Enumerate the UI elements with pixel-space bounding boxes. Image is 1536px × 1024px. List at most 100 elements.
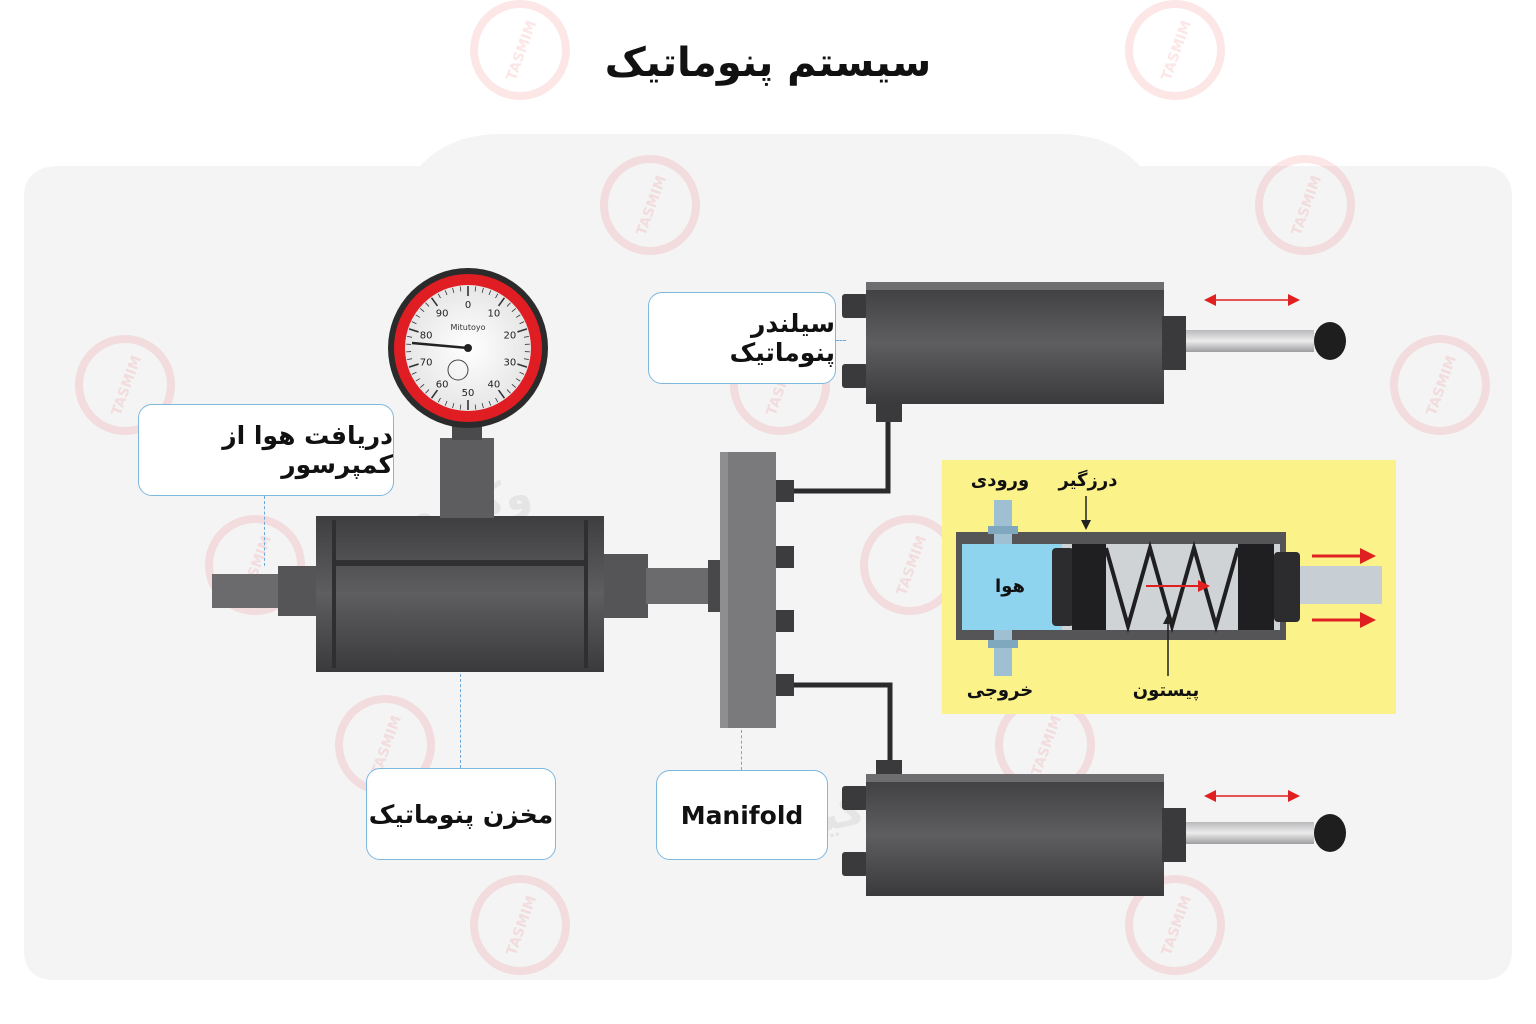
cylinder-text: سیلندر پنوماتیک <box>729 309 835 367</box>
gauge-tick <box>481 403 484 409</box>
tank-label: مخزن پنوماتیک <box>366 768 556 860</box>
outlet-tube <box>994 630 1012 676</box>
gauge-subdial <box>447 359 469 381</box>
gauge-tick <box>415 314 421 318</box>
tank-seam <box>584 520 588 668</box>
gauge-tick <box>519 371 525 375</box>
detail-outlet-label: خروجی <box>967 680 1034 701</box>
gauge-tick <box>488 400 492 406</box>
manifold-block <box>720 452 776 728</box>
gauge-scale-number: 80 <box>420 330 433 341</box>
gauge-scale-number: 90 <box>436 308 449 319</box>
inlet-pipe <box>212 574 282 608</box>
gauge-tick <box>517 363 528 368</box>
manifold-inlet-nut <box>708 560 722 612</box>
gauge-tick <box>425 389 430 394</box>
gauge-tick <box>523 335 529 338</box>
gauge-tick <box>481 287 484 293</box>
gauge-tick <box>411 321 417 325</box>
gauge-tick <box>430 389 439 399</box>
gauge-tick <box>452 287 455 293</box>
page-title: سیستم پنوماتیک <box>604 40 932 86</box>
inlet-tube <box>994 500 1012 544</box>
gauge-tick <box>488 290 492 296</box>
gauge-tick <box>474 286 477 292</box>
gauge-scale-number: 50 <box>462 388 475 399</box>
hose-lower <box>794 682 893 772</box>
gauge-tick <box>408 328 419 333</box>
detail-air-label: هوا <box>995 576 1025 597</box>
gauge-tick <box>425 302 430 307</box>
gauge-tick <box>474 404 477 410</box>
gauge-tick <box>515 314 521 318</box>
gauge-scale-number: 0 <box>465 300 471 311</box>
compressor-leader <box>264 496 265 566</box>
detail-piston-label: پیستون <box>1133 680 1199 701</box>
gauge-stem <box>440 438 494 518</box>
gauge-tick <box>519 321 525 325</box>
gauge-tick <box>495 397 499 403</box>
gauge-tick <box>419 384 425 388</box>
detail-seal-label: درزگیر <box>1058 469 1118 491</box>
gauge-scale-number: 30 <box>503 358 516 369</box>
piston-head <box>1052 548 1074 626</box>
tank-band <box>336 560 584 566</box>
gauge-tick <box>407 358 413 361</box>
spring <box>1104 540 1240 634</box>
cylinder-cutaway-detail: ورودی درزگیر هوا خروجی پیستون <box>942 460 1396 714</box>
compressor-intake-label: دریافت هوا از کمپرسور <box>138 404 394 496</box>
tank-seam <box>332 520 336 668</box>
gauge-ticks <box>406 286 530 410</box>
gauge-tick <box>407 335 413 338</box>
gauge-tick <box>459 404 462 410</box>
gauge-needle <box>411 341 469 350</box>
gauge-tick <box>506 389 511 394</box>
gauge-tick <box>511 308 517 312</box>
inlet-fitting <box>278 566 318 616</box>
manifold-text: Manifold <box>680 800 804 830</box>
gauge-tick <box>511 384 517 388</box>
cylinder-leader <box>836 340 846 341</box>
hose-upper <box>794 418 891 494</box>
manifold-leader <box>741 730 742 770</box>
gauge-tick <box>515 378 521 382</box>
tank-body <box>316 516 604 672</box>
gauge-tick <box>452 403 455 409</box>
cylinder-label: سیلندر پنوماتیک <box>648 292 836 384</box>
gauge-tick <box>437 397 441 403</box>
gauge-tick <box>444 290 448 296</box>
tank-leader <box>460 674 461 768</box>
gauge-tick <box>459 286 462 292</box>
cylinder-lower <box>842 774 1346 896</box>
gauge-scale-number: 40 <box>487 380 500 391</box>
motion-arrow-upper <box>1204 294 1300 306</box>
gauge-tick <box>430 297 439 307</box>
gauge-scale-number: 70 <box>420 358 433 369</box>
piston-rod <box>1300 566 1382 604</box>
compressor-intake-text: دریافت هوا از کمپرسور <box>222 421 393 479</box>
gauge-tick <box>411 371 417 375</box>
gauge-tick <box>497 389 506 399</box>
gauge-scale-number: 20 <box>503 330 516 341</box>
gauge-tick <box>437 293 441 299</box>
gauge-tick <box>506 302 511 307</box>
gauge-tick <box>497 297 506 307</box>
gauge-brand: Mitutoyo <box>451 323 486 332</box>
motion-arrow-lower <box>1204 790 1300 802</box>
gauge-scale-number: 10 <box>487 308 500 319</box>
manifold-ports <box>776 480 794 696</box>
gauge-tick <box>415 378 421 382</box>
gauge-tick <box>408 363 419 368</box>
detail-inlet-label: ورودی <box>971 470 1029 491</box>
manifold-label: Manifold <box>656 770 828 860</box>
gauge-tick <box>517 328 528 333</box>
gauge-tick <box>444 400 448 406</box>
cylinder-upper <box>842 282 1346 404</box>
tank-text: مخزن پنوماتیک <box>368 799 554 829</box>
gauge-tick <box>523 358 529 361</box>
gauge-tick <box>495 293 499 299</box>
